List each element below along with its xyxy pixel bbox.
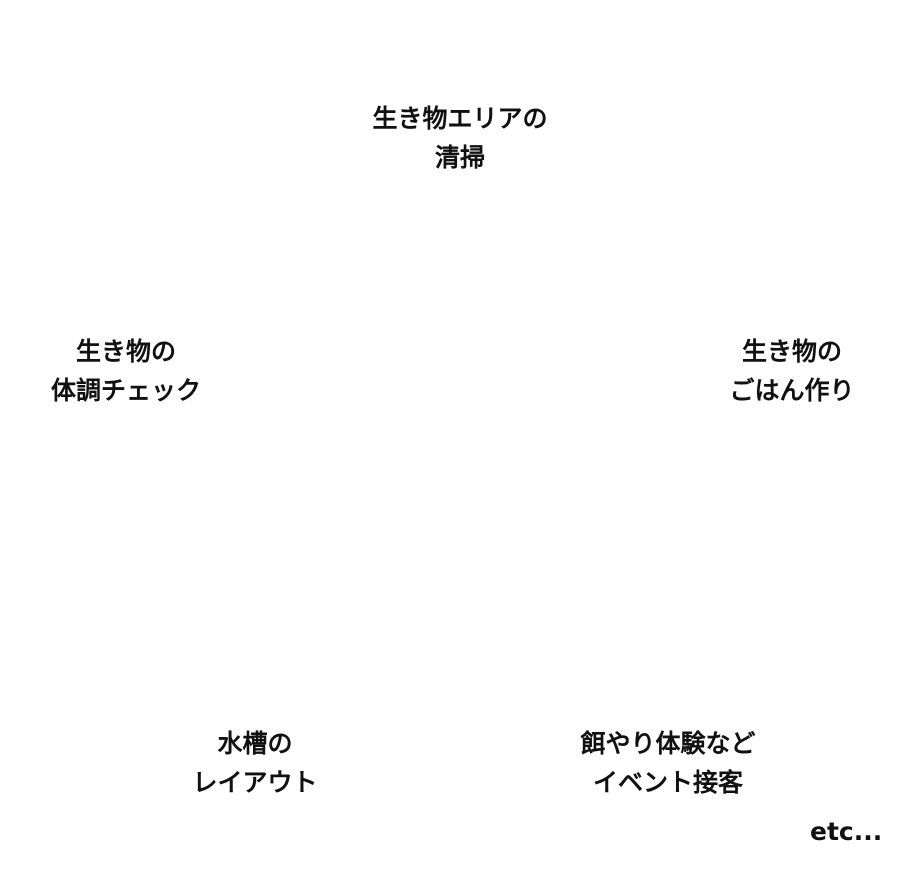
etc-note: etc... — [810, 817, 883, 846]
node-label-line: 生き物の — [741, 337, 843, 366]
node-label-line: 餌やり体験など — [580, 729, 756, 758]
node-label-line: 清掃 — [434, 143, 486, 172]
node-label-line: 体調チェック — [50, 376, 202, 405]
node-label-line: ごはん作り — [729, 376, 855, 405]
node-event-hospitality: 餌やり体験など イベント接客 — [580, 724, 755, 802]
node-label-line: 水槽の — [217, 729, 293, 758]
node-label-line: 生き物エリアの — [372, 104, 548, 133]
node-tank-layout: 水槽の レイアウト — [192, 724, 317, 802]
node-label-line: レイアウト — [192, 768, 318, 797]
node-label-line: 生き物の — [75, 337, 177, 366]
node-health-check: 生き物の 体調チェック — [51, 332, 201, 410]
node-label-line: イベント接客 — [592, 768, 744, 797]
node-area-cleaning: 生き物エリアの 清掃 — [372, 99, 547, 177]
node-food-preparation: 生き物の ごはん作り — [729, 332, 854, 410]
